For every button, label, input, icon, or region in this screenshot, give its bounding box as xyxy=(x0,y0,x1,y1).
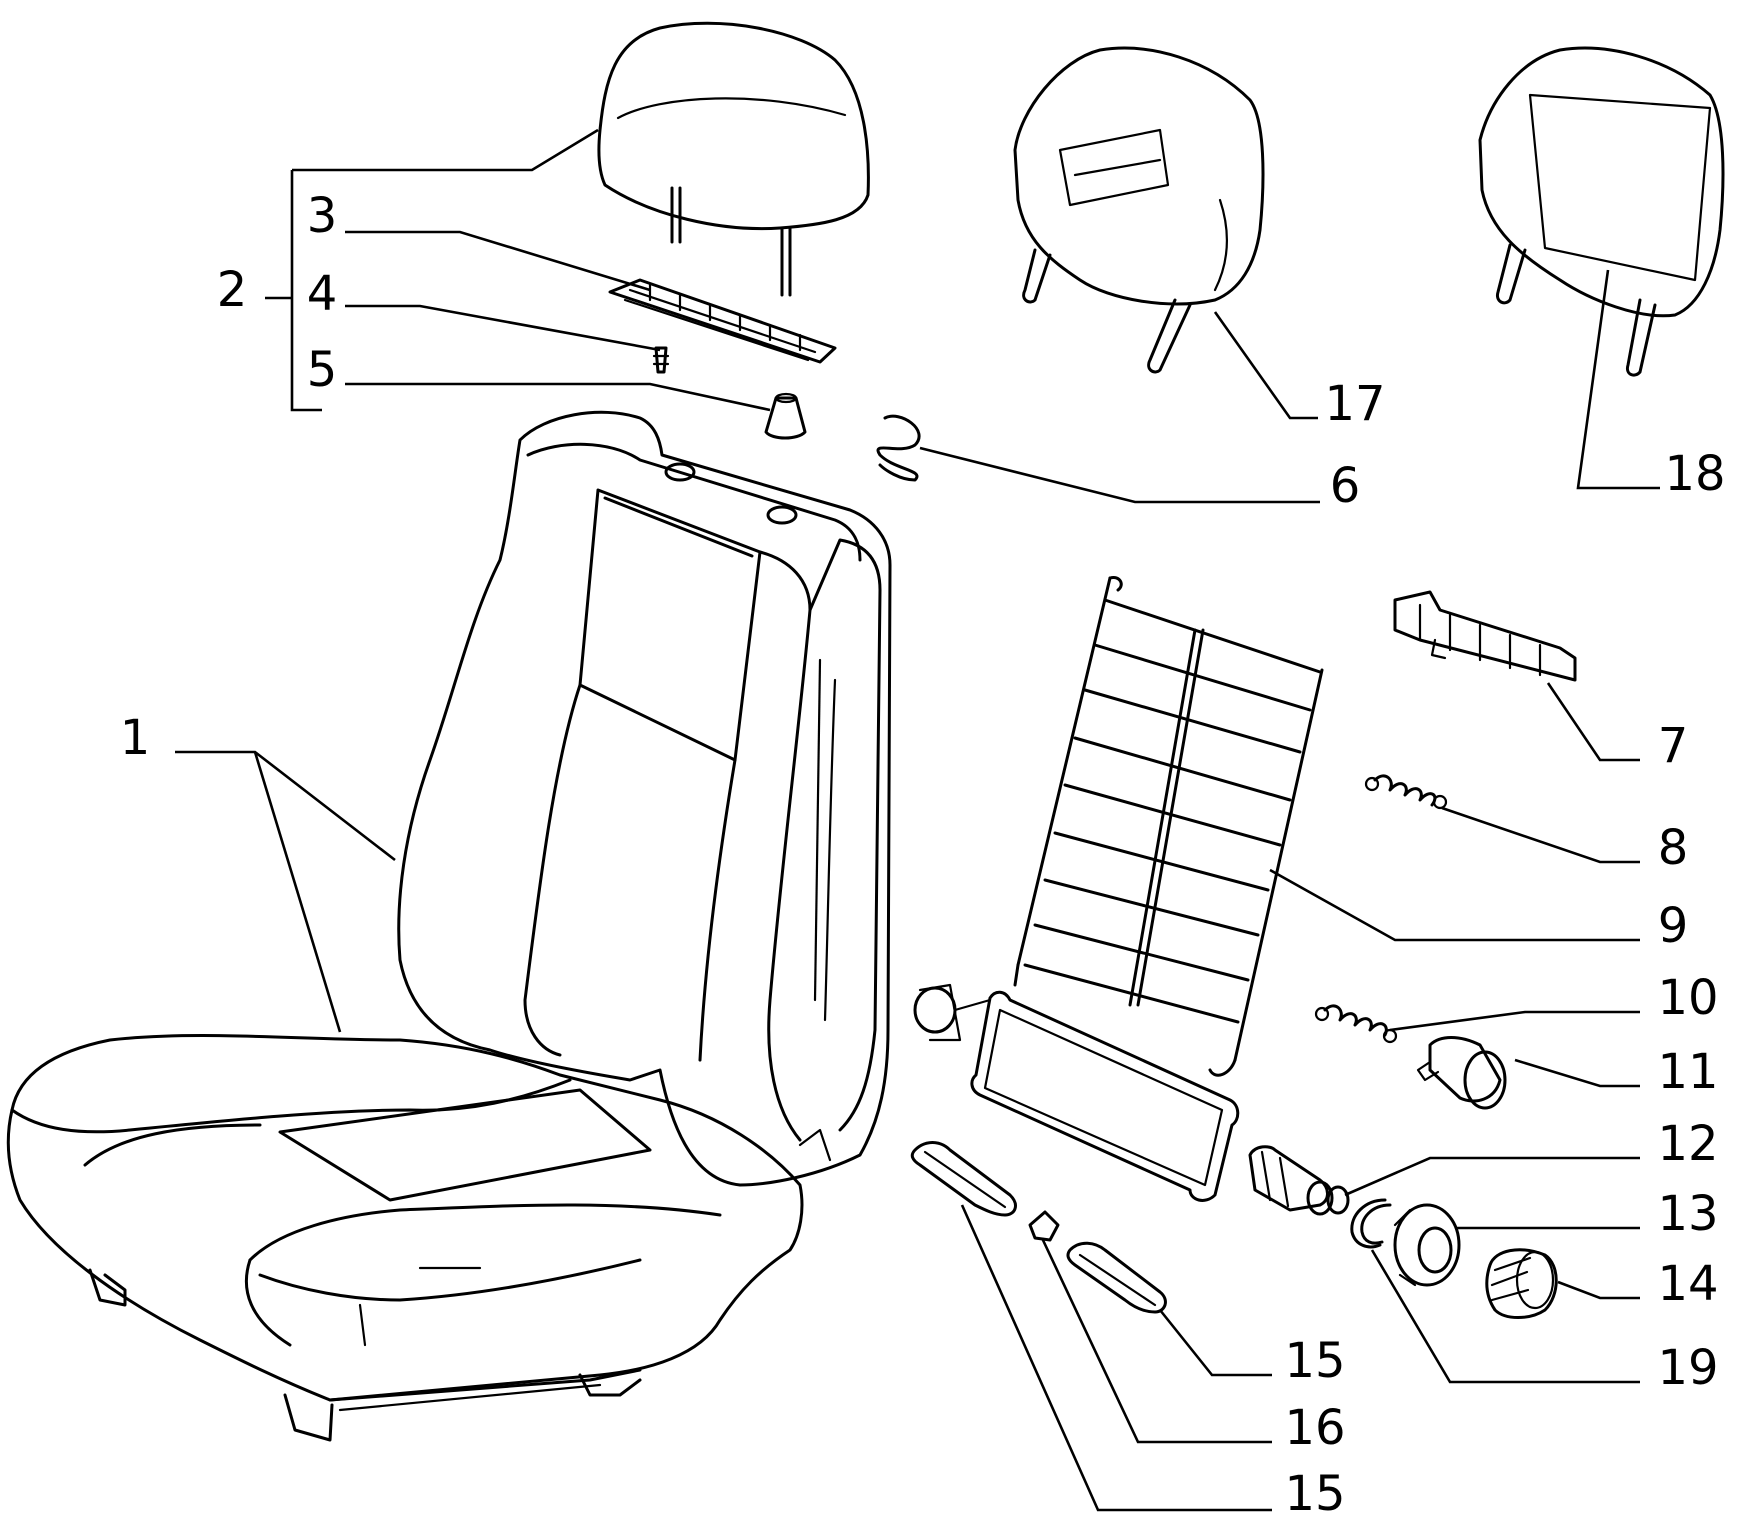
clip-16 xyxy=(1028,1210,1060,1242)
callout-10: 10 xyxy=(1657,970,1718,1026)
lumbar-frame xyxy=(913,983,1240,1202)
callout-12: 12 xyxy=(1657,1116,1718,1172)
callout-14: 14 xyxy=(1657,1256,1718,1312)
bracket-7 xyxy=(1393,590,1577,682)
headrest-17 xyxy=(1013,46,1265,374)
callout-11: 11 xyxy=(1657,1044,1718,1100)
headrest-2 xyxy=(597,21,870,297)
adjuster-12 xyxy=(1248,1145,1350,1216)
callout-18: 18 xyxy=(1664,446,1725,502)
callout-3: 3 xyxy=(307,188,338,244)
callout-4: 4 xyxy=(307,266,338,322)
ring-15a xyxy=(910,1141,1017,1217)
callout-13: 13 xyxy=(1657,1186,1718,1242)
wire-frame-9 xyxy=(1013,575,1324,1077)
callout-15-lower: 15 xyxy=(1284,1466,1345,1513)
callout-9: 9 xyxy=(1658,898,1689,954)
callout-15-upper: 15 xyxy=(1284,1333,1345,1389)
callout-19: 19 xyxy=(1657,1340,1718,1396)
callout-1: 1 xyxy=(120,710,151,766)
callout-5: 5 xyxy=(307,342,338,398)
clip-6 xyxy=(876,414,921,482)
headrest-18 xyxy=(1478,46,1725,377)
seat-assembly xyxy=(6,410,892,1442)
callout-8: 8 xyxy=(1658,820,1689,876)
callout-labels: 1 2 3 4 5 6 7 8 9 10 11 12 13 14 15 15 1… xyxy=(120,188,1726,1513)
callout-6: 6 xyxy=(1330,458,1361,514)
screw-4 xyxy=(652,346,670,374)
callout-2: 2 xyxy=(217,262,248,318)
leader-lines xyxy=(175,128,1660,1512)
knob-13 xyxy=(1393,1203,1461,1287)
circlip-19 xyxy=(1350,1198,1392,1249)
bushing-5 xyxy=(764,392,807,440)
ring-15b xyxy=(1066,1241,1167,1314)
callout-7: 7 xyxy=(1658,718,1689,774)
spring-8 xyxy=(1364,774,1448,810)
callout-17: 17 xyxy=(1324,376,1385,432)
grille-3 xyxy=(608,278,837,364)
spring-10 xyxy=(1314,1004,1398,1044)
knob-14 xyxy=(1485,1248,1558,1319)
knob-11 xyxy=(1416,1036,1507,1110)
callout-16: 16 xyxy=(1284,1400,1345,1456)
